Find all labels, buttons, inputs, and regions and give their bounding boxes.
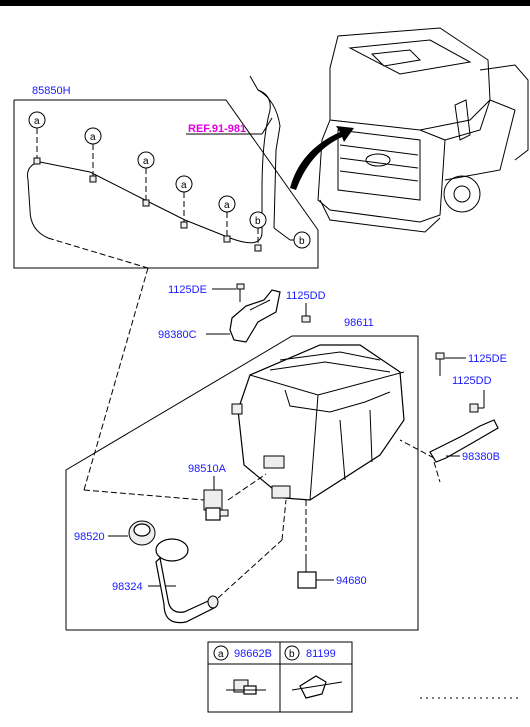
hose-assembly-group: 85850H REF.91-981 a a: [13, 75, 319, 269]
reservoir-label: 98611: [344, 317, 374, 329]
svg-text:b: b: [255, 216, 261, 227]
filler-hose-label: 98324: [112, 581, 143, 593]
bracket-left-label: 98380C: [158, 329, 197, 341]
level-sensor: [297, 560, 317, 589]
clip-icon: [226, 679, 266, 695]
reservoir-tank: [231, 344, 405, 501]
legend-table: a 98662B b 81199: [207, 641, 353, 713]
bolt: [435, 352, 445, 376]
bolt-upper-label: 1125DE: [168, 284, 207, 296]
callout-b: b b: [249, 211, 311, 249]
svg-text:a: a: [224, 200, 230, 211]
svg-text:a: a: [181, 180, 187, 191]
legend-a-part: 98662B: [234, 648, 272, 660]
bolt: [301, 315, 311, 323]
bolt-right-b-label: 1125DD: [452, 375, 492, 387]
bracket-right-label: 98380B: [462, 451, 500, 463]
bolt-right-label: 1125DE: [468, 353, 507, 365]
bracket-left-group: 1125DE 1125DD 98380C: [158, 283, 326, 343]
legend-b-letter: b: [289, 649, 295, 660]
top-bar: [0, 0, 530, 6]
bolt-upper-b-label: 1125DD: [286, 290, 326, 302]
svg-text:a: a: [34, 116, 40, 127]
bracket: [229, 289, 281, 343]
svg-text:b: b: [299, 236, 305, 247]
cap-label: 98520: [74, 531, 105, 543]
truck-illustration: [290, 27, 529, 233]
reference-label: REF.91-981: [188, 123, 246, 135]
clamp-icon: [291, 675, 343, 699]
legend-a-letter: a: [218, 649, 224, 660]
bolt: [469, 403, 479, 413]
level-sensor-label: 94680: [336, 575, 367, 587]
leader-line: [83, 489, 205, 501]
svg-text:a: a: [90, 132, 96, 143]
filler-cap: [128, 520, 156, 546]
legend-b-part: 81199: [306, 648, 336, 660]
bolt: [236, 283, 245, 302]
washer-pump: [203, 489, 229, 521]
pump-label: 98510A: [188, 463, 227, 475]
hose-assembly-label: 85850H: [32, 85, 71, 97]
callout-a: a a a a a: [28, 111, 236, 213]
filler-hose: [155, 538, 219, 624]
bracket: [429, 419, 499, 463]
leader-line: [83, 267, 149, 491]
reservoir-assembly-group: 98611 1125DE 1125DD: [65, 317, 507, 631]
leader-line: [47, 237, 149, 269]
svg-text:a: a: [143, 156, 149, 167]
